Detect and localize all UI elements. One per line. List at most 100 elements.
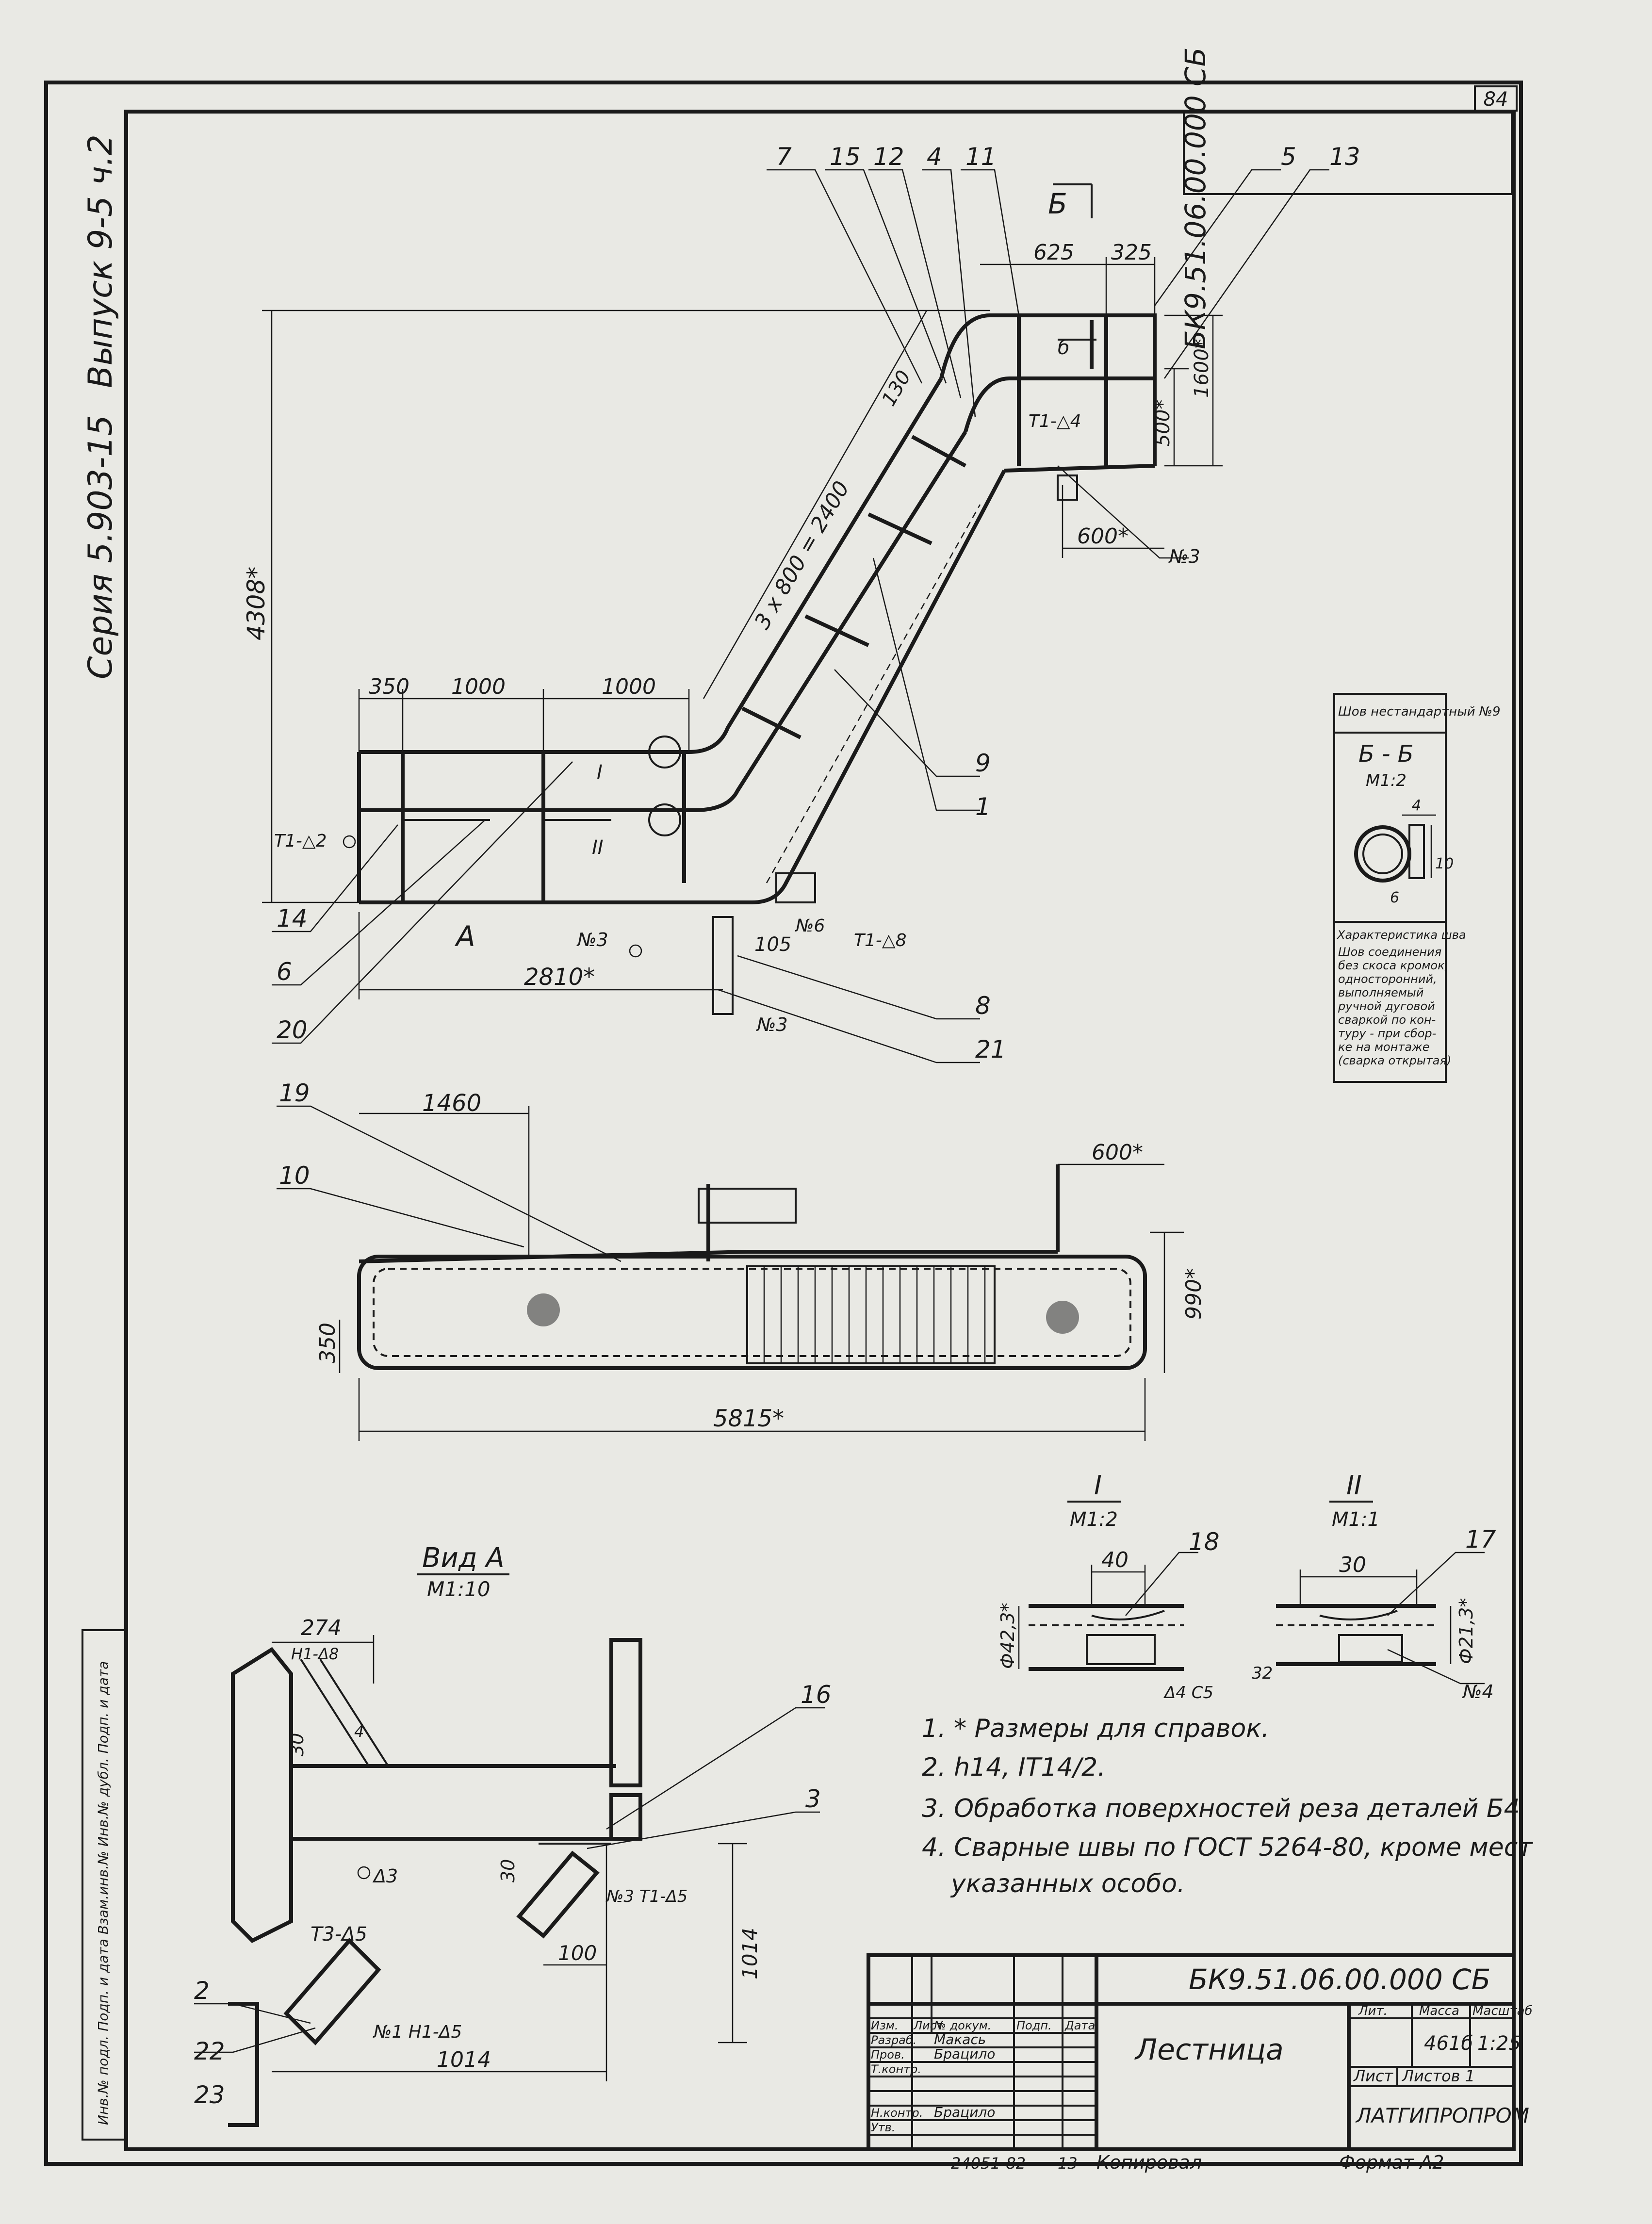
section-bb-dim-6: 6 bbox=[1390, 889, 1399, 906]
dim-5815: 5815* bbox=[713, 1405, 784, 1432]
section-bb-scale: М1:2 bbox=[1366, 771, 1407, 790]
dim-325: 325 bbox=[1111, 240, 1152, 265]
section-bb-header: Шов нестандартный №9 bbox=[1338, 704, 1501, 719]
dim-600-top: 600* bbox=[1077, 524, 1129, 549]
doc-code-box bbox=[1183, 111, 1513, 195]
weld-t1-a4: T1-△4 bbox=[1029, 411, 1081, 431]
view-a-dim-30-b: 30 bbox=[497, 1859, 519, 1882]
callout-14: 14 bbox=[277, 904, 308, 932]
callout-12: 12 bbox=[873, 143, 904, 171]
top-view bbox=[262, 169, 1329, 1063]
detail-i-scale: М1:2 bbox=[1070, 1508, 1118, 1531]
dim-600-side: 600* bbox=[1092, 1140, 1143, 1165]
weld-no3-c: №3 bbox=[756, 1014, 788, 1035]
note-2: 2. h14, IT14/2. bbox=[922, 1753, 1106, 1782]
org-name: ЛАТГИПРОПРОМ bbox=[1355, 2104, 1529, 2127]
role-nkontr: Н.контр. bbox=[871, 2106, 923, 2120]
weld-no3-b: №3 bbox=[576, 929, 608, 950]
view-a-weld-t3-a5: Т3-Δ5 bbox=[311, 1923, 367, 1946]
weld-char-line-1: Шов соединения bbox=[1338, 945, 1441, 959]
section-bb-dim-10: 10 bbox=[1435, 855, 1454, 872]
inner-frame bbox=[124, 110, 1516, 2151]
outer-border bbox=[44, 81, 1523, 2166]
view-a-dim-4: 4 bbox=[354, 1722, 364, 1741]
lit-label: Лит. bbox=[1358, 2004, 1388, 2018]
grating-mark-left bbox=[527, 1293, 560, 1326]
bottom-code: 24051-82 bbox=[951, 2154, 1026, 2173]
detail-ii-diameter: Ф21,3* bbox=[1456, 1598, 1477, 1664]
weld-char-line-2: без скоса кромок, bbox=[1338, 959, 1448, 972]
detail-i-diameter: Ф42,3* bbox=[997, 1603, 1018, 1669]
weld-char-title: Характеристика шва bbox=[1336, 928, 1466, 942]
detail-i-weld: Δ4 C5 bbox=[1163, 1683, 1213, 1702]
detail-i-dim-40: 40 bbox=[1101, 1548, 1129, 1572]
callout-21: 21 bbox=[975, 1035, 1006, 1063]
callout-11: 11 bbox=[965, 143, 997, 171]
scale-label: Масштаб bbox=[1472, 2004, 1533, 2018]
callout-23: 23 bbox=[194, 2081, 225, 2109]
view-a: Вид А М1:10 274 30 30 100 1014 1 bbox=[194, 1542, 832, 2127]
weld-t1-a8: T1-△8 bbox=[854, 931, 906, 950]
grating-mark-right bbox=[1046, 1301, 1079, 1334]
callout-8: 8 bbox=[975, 992, 991, 1020]
dim-2810: 2810* bbox=[524, 964, 595, 991]
weld-t1-a2: T1-△2 bbox=[274, 831, 327, 851]
dim-990: 990* bbox=[1181, 1268, 1206, 1320]
copied-label: Копировал bbox=[1096, 2152, 1202, 2173]
dim-1000-a: 1000 bbox=[451, 674, 506, 699]
format-label: Формат А2 bbox=[1339, 2152, 1444, 2173]
view-a-weld-a3: Δ3 bbox=[372, 1865, 398, 1887]
section-bb-dim-4: 4 bbox=[1412, 797, 1421, 814]
role-razrab: Разраб. bbox=[871, 2033, 916, 2047]
view-a-dim-1014-vertical: 1014 bbox=[738, 1928, 762, 1979]
title-block: БК9.51.06.00.000 СБ Лестница Изм. Лист №… bbox=[867, 1953, 1533, 2173]
callout-2: 2 bbox=[194, 1977, 210, 2005]
side-view: 1460 600* 350 990* 5815* 19 10 bbox=[277, 1079, 1206, 1441]
mass-label: Масса bbox=[1419, 2004, 1459, 2018]
col-list: Лист bbox=[913, 2019, 944, 2032]
weld-char-line-3: односторонний, bbox=[1338, 972, 1437, 986]
notes: 1. * Размеры для справок. 2. h14, IT14/2… bbox=[922, 1714, 1533, 1898]
callout-3: 3 bbox=[805, 1785, 821, 1813]
col-doc: № докум. bbox=[933, 2019, 991, 2032]
detail-ii-scale: М1:1 bbox=[1332, 1508, 1380, 1531]
view-a-scale: М1:10 bbox=[427, 1577, 491, 1601]
doc-code-vertical: БК9.51.06.00.000 СБ bbox=[1179, 48, 1212, 349]
detail-i-mark: I bbox=[597, 761, 603, 784]
weld-char-line-9: (сварка открытая) bbox=[1338, 1054, 1451, 1067]
name-prov: Брацило bbox=[934, 2046, 995, 2062]
callout-15: 15 bbox=[830, 143, 861, 171]
dim-500: 500* bbox=[1152, 400, 1174, 446]
dim-1600: 1600* bbox=[1191, 339, 1213, 398]
detail-ii-dim-30: 30 bbox=[1339, 1553, 1366, 1577]
weld-no6: №6 bbox=[795, 916, 825, 936]
view-a-weld-h1-a5: №1 Н1-Δ5 bbox=[373, 2022, 462, 2042]
section-bb: Шов нестандартный №9 Б - Б М1:2 4 10 6 Х… bbox=[1333, 693, 1501, 1083]
issue-label: Выпуск 9-5 ч.2 bbox=[82, 134, 120, 388]
detail-i-roughness: 32 bbox=[1252, 1664, 1273, 1683]
sheets-label: Листов 1 bbox=[1402, 2067, 1475, 2085]
dim-1460: 1460 bbox=[422, 1090, 481, 1117]
callout-10: 10 bbox=[279, 1161, 310, 1190]
sheet-label: Лист bbox=[1353, 2067, 1393, 2085]
detail-ii-title: II bbox=[1346, 1470, 1362, 1501]
callout-20: 20 bbox=[277, 1016, 308, 1044]
view-a-title: Вид А bbox=[422, 1542, 505, 1574]
callout-6: 6 bbox=[277, 958, 292, 986]
detail-i-title: I bbox=[1094, 1470, 1102, 1501]
callout-18: 18 bbox=[1189, 1528, 1220, 1556]
dim-4308: 4308* bbox=[242, 567, 270, 640]
bottom-num: 13 bbox=[1058, 2154, 1078, 2173]
note-1: 1. * Размеры для справок. bbox=[922, 1714, 1269, 1743]
margin-stamp-text: Инв.№ подл. Подп. и дата Взам.инв.№ Инв.… bbox=[95, 1661, 111, 2125]
weld-char-line-4: выполняемый bbox=[1338, 986, 1423, 999]
series-label: Серия 5.903-15 bbox=[82, 415, 120, 679]
detail-ii-weld: №4 bbox=[1462, 1681, 1494, 1702]
callout-16: 16 bbox=[801, 1681, 832, 1709]
view-a-dim-274: 274 bbox=[301, 1616, 342, 1640]
mass-value: 461б bbox=[1424, 2032, 1473, 2055]
view-a-dim-100: 100 bbox=[558, 1941, 597, 1965]
role-utv: Утв. bbox=[871, 2121, 895, 2134]
callout-22: 22 bbox=[194, 2037, 225, 2065]
